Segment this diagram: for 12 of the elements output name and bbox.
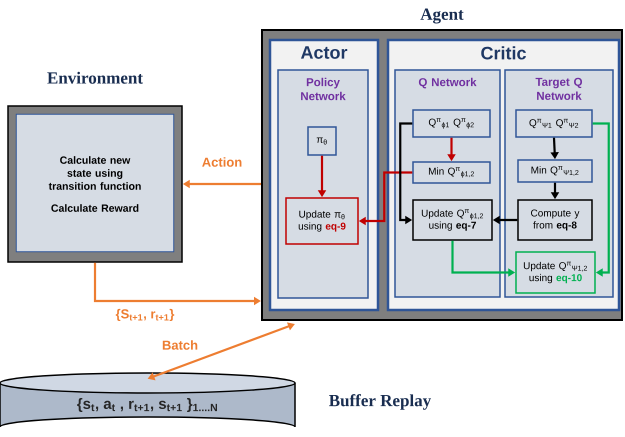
process-box: Compute y from eq-8 xyxy=(517,199,593,241)
buffer-label: Buffer Replay xyxy=(329,394,432,410)
update-box: Update π$_{θ}$ using eq-9 xyxy=(285,197,359,245)
environment-box: Environment Calculate new state using transition function Calculate Reward xyxy=(7,72,183,263)
buffer-cylinder: {s$_{t}$, a$_{t}$ , r$_{t+1}$, s$_{t+1}$ }$_{1....N}$ xyxy=(0,372,296,428)
edge-label: Batch xyxy=(160,339,200,351)
arrow xyxy=(592,122,610,277)
edge-label: Action xyxy=(200,156,244,168)
node-label: Environment xyxy=(47,72,143,84)
edge-label: {S$_{t+1}$, r$_{t+1}$} xyxy=(114,308,176,322)
process-box: π$_{θ}$ xyxy=(307,126,337,156)
node-label: Agent xyxy=(420,8,464,24)
